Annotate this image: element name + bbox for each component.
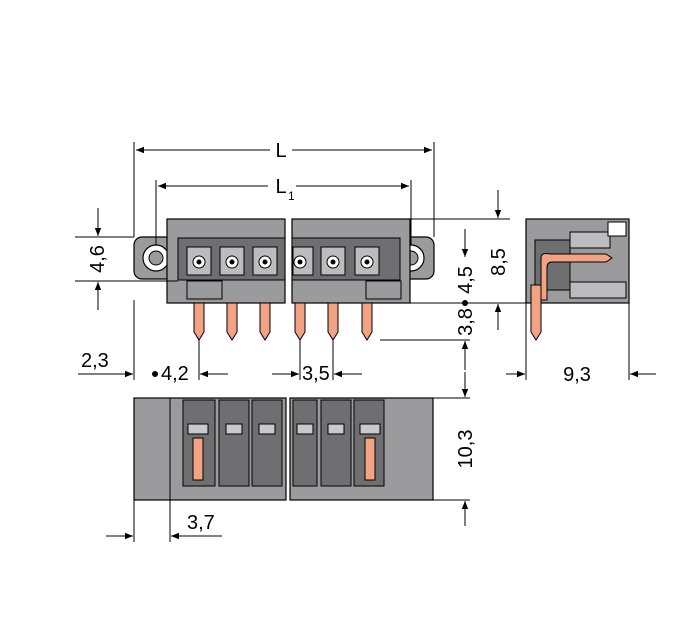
top-slots <box>182 399 385 487</box>
label-4-5: 4,5 <box>455 266 477 294</box>
dimension-lines <box>75 142 656 542</box>
label-8-5: 8,5 <box>488 248 510 276</box>
label-10-3: 10,3 <box>455 430 477 469</box>
label-9-3: 9,3 <box>563 364 591 386</box>
solder-pins <box>193 302 373 341</box>
label-3-8: 3,8 <box>455 308 477 336</box>
label-2-3: 2,3 <box>81 350 109 372</box>
label-L1: L <box>275 176 286 198</box>
side-view <box>525 218 630 341</box>
label-L1-sub: 1 <box>288 189 295 203</box>
label-L: L <box>275 140 286 162</box>
label-3-7: 3,7 <box>187 512 215 534</box>
top-view <box>133 397 434 501</box>
front-view <box>133 218 435 341</box>
dimension-labels: L L 1 4,6 2,3 4,2 3,5 4,5 8,5 3,8 9,3 10… <box>81 140 591 534</box>
label-4-6: 4,6 <box>87 245 109 273</box>
label-3-5: 3,5 <box>302 363 330 385</box>
label-4-2: 4,2 <box>161 363 189 385</box>
pin-sockets <box>186 246 380 276</box>
